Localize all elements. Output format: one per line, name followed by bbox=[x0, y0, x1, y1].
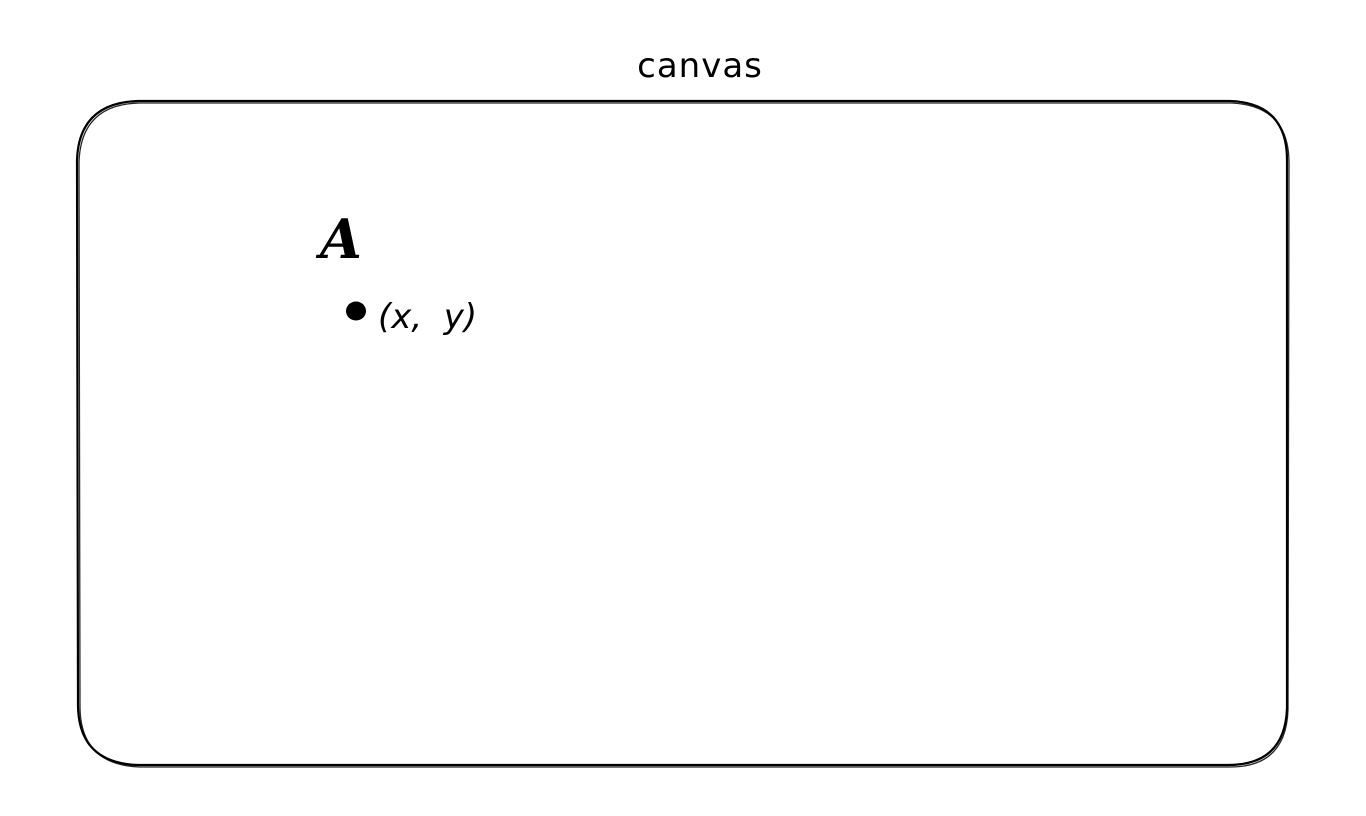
point-label: A bbox=[320, 207, 362, 271]
point-marker bbox=[346, 301, 366, 321]
canvas-border-sketch bbox=[78, 102, 1290, 768]
point-coordinate-label: (x, y) bbox=[378, 297, 478, 337]
canvas-border bbox=[75, 99, 1289, 767]
canvas-title: canvas bbox=[637, 46, 763, 86]
